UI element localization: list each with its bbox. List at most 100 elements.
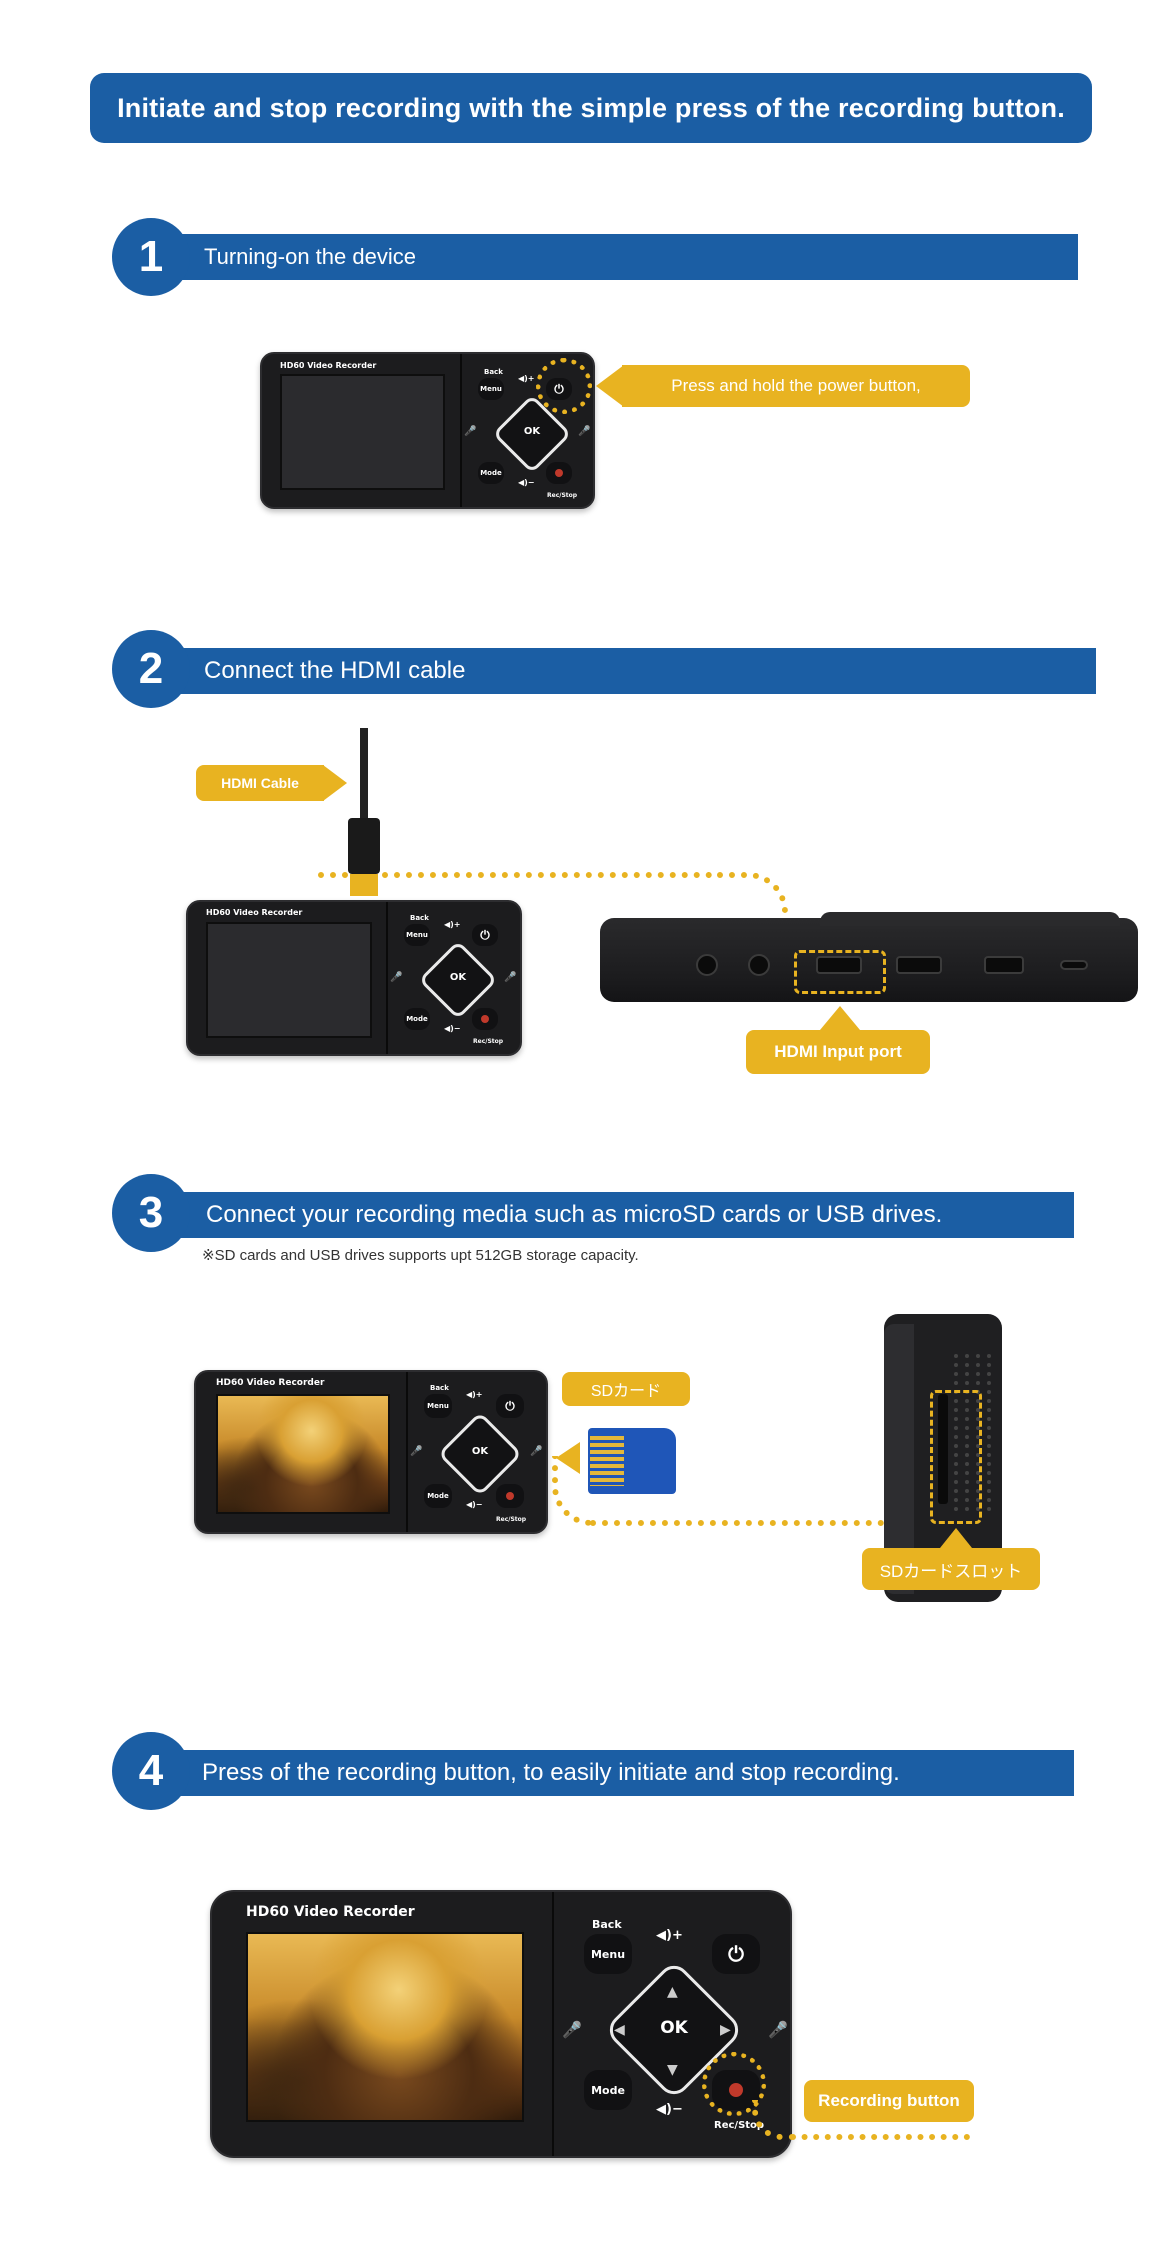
volume-up-label: ◀)+	[444, 920, 461, 929]
mic-left-icon: 🎤	[562, 2020, 582, 2039]
device-brand: HD60 Video Recorder	[206, 908, 303, 917]
device-divider	[552, 1892, 554, 2156]
power-button-highlight	[536, 358, 592, 414]
step-2-number: 2	[112, 630, 190, 708]
rear-top-cover	[820, 912, 1120, 926]
page-title-banner: Initiate and stop recording with the sim…	[90, 73, 1092, 143]
mic-right-icon: 🎤	[530, 1446, 543, 1457]
volume-up-label: ◀)+	[518, 374, 535, 383]
hdmi-out-port	[896, 956, 942, 974]
hdmi-in-port	[816, 956, 862, 974]
back-label: Back	[592, 1918, 622, 1931]
step-4-title: Press of the recording button, to easily…	[202, 1759, 900, 1786]
back-label: Back	[484, 368, 503, 376]
device-divider	[460, 354, 462, 507]
device-screen	[206, 922, 372, 1038]
dpad-left-arrow: ◀	[614, 2022, 625, 2038]
step-3-note: ※SD cards and USB drives supports upt 51…	[202, 1247, 639, 1264]
hdmi-input-highlight	[794, 950, 886, 994]
sd-connection-path	[552, 1456, 592, 1526]
power-button: ⏻	[496, 1394, 524, 1418]
mic-right-icon: 🎤	[578, 426, 591, 437]
hdmi-cable-callout: HDMI Cable	[196, 765, 324, 801]
step-3-number: 3	[112, 1174, 190, 1252]
connection-path	[382, 872, 712, 878]
device-brand: HD60 Video Recorder	[216, 1378, 325, 1388]
mode-button: Mode	[424, 1484, 452, 1508]
dpad-down-arrow: ▼	[667, 2062, 678, 2078]
volume-down-label: ◀)−	[444, 1024, 461, 1033]
sd-card-callout: SDカード	[562, 1372, 690, 1406]
step-4-number: 4	[112, 1732, 190, 1810]
rec-stop-label: Rec/Stop	[547, 492, 578, 499]
sd-card-image	[588, 1428, 676, 1494]
volume-up-label: ◀)+	[656, 1928, 683, 1943]
menu-button: Menu	[478, 378, 504, 400]
step-3-bar: Connect your recording media such as mic…	[150, 1192, 1074, 1238]
cable-callout-pointer	[323, 765, 347, 801]
menu-button: Menu	[584, 1934, 632, 1974]
mic-right-icon: 🎤	[504, 972, 517, 983]
dpad-up-arrow: ▲	[667, 1984, 678, 2000]
device-divider	[386, 902, 388, 1054]
device-screen-artwork	[216, 1394, 390, 1514]
mic-left-icon: 🎤	[464, 426, 477, 437]
mode-button: Mode	[478, 462, 504, 484]
rec-stop-label: Rec/Stop	[473, 1038, 504, 1045]
device-divider	[406, 1372, 408, 1532]
recording-connection-path	[790, 2134, 970, 2140]
ok-button-label: OK	[449, 972, 467, 983]
ok-button-label: OK	[660, 2018, 688, 2038]
connection-path	[318, 872, 348, 878]
back-label: Back	[430, 1384, 449, 1392]
step-2-title: Connect the HDMI cable	[204, 657, 466, 684]
power-button: ⏻	[712, 1934, 760, 1974]
hdmi-cable-wire	[360, 728, 368, 818]
recording-button-highlight	[702, 2052, 766, 2116]
hdmi-cable-plug	[348, 818, 380, 874]
volume-down-label: ◀)−	[518, 478, 535, 487]
hdmi-port-callout: HDMI Input port	[746, 1030, 930, 1074]
step-1-title: Turning-on the device	[204, 244, 416, 269]
audio-port-1	[696, 954, 718, 976]
slot-callout-pointer	[940, 1528, 972, 1548]
volume-down-label: ◀)−	[466, 1500, 483, 1509]
step-3-title: Connect your recording media such as mic…	[206, 1201, 943, 1228]
sd-slot-callout: SDカードスロット	[862, 1548, 1040, 1590]
step-1-number: 1	[112, 218, 190, 296]
connection-path	[708, 872, 788, 932]
rec-dot	[555, 469, 563, 477]
device-screen-artwork	[246, 1932, 524, 2122]
mode-button: Mode	[404, 1008, 430, 1030]
step-1-bar: Turning-on the device	[150, 234, 1078, 280]
ok-button-label: OK	[471, 1446, 489, 1457]
menu-button: Menu	[404, 924, 430, 946]
mic-right-icon: 🎤	[768, 2020, 788, 2039]
step-4-bar: Press of the recording button, to easily…	[150, 1750, 1074, 1796]
volume-up-label: ◀)+	[466, 1390, 483, 1399]
rec-dot	[506, 1492, 514, 1500]
audio-port-2	[748, 954, 770, 976]
step-2-bar: Connect the HDMI cable	[150, 648, 1096, 694]
sd-slot	[938, 1394, 948, 1504]
back-label: Back	[410, 914, 429, 922]
device-step2: HD60 Video Recorder Back Menu ◀)+ ⏻ OK M…	[186, 900, 522, 1056]
mic-left-icon: 🎤	[410, 1446, 423, 1457]
port-callout-pointer	[820, 1006, 860, 1030]
device-brand: HD60 Video Recorder	[280, 361, 377, 370]
usb-port	[984, 956, 1024, 974]
rec-stop-label: Rec/Stop	[496, 1516, 527, 1523]
power-callout: Press and hold the power button,	[622, 365, 970, 407]
hdmi-connector	[350, 874, 378, 896]
power-button: ⏻	[472, 924, 498, 946]
rec-dot	[481, 1015, 489, 1023]
menu-button: Menu	[424, 1394, 452, 1418]
device-screen	[280, 374, 445, 490]
ok-button-label: OK	[523, 426, 541, 437]
recording-button-callout: Recording button	[804, 2080, 974, 2122]
device-brand: HD60 Video Recorder	[246, 1904, 415, 1920]
dpad-right-arrow: ▶	[720, 2022, 731, 2038]
mode-button: Mode	[584, 2070, 632, 2110]
sd-card-pins	[590, 1436, 624, 1486]
device-step3: HD60 Video Recorder Back Menu ◀)+ ⏻ OK M…	[194, 1370, 548, 1534]
